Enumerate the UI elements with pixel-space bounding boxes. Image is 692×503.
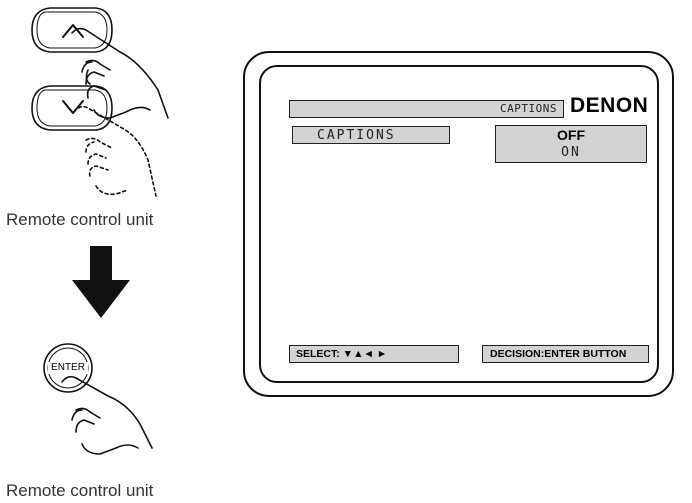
hand-press-up-icon [71,27,169,119]
option-list: OFF ON [495,125,647,163]
remote-caption-top: Remote control unit [6,210,154,229]
hand-press-down-icon [73,105,157,197]
down-arrow-icon [72,246,130,318]
menu-item-captions[interactable]: CAPTIONS [292,126,450,144]
option-on[interactable]: ON [561,145,581,160]
footer-select-text: SELECT: ▼▲◄ ► [296,348,388,360]
tv-screen [259,65,659,383]
up-down-buttons-illustration [31,7,169,197]
menu-item-label: CAPTIONS [317,128,396,143]
brand-logo: DENON [570,94,649,117]
down-button-icon [31,85,113,131]
title-bar: CAPTIONS [289,100,564,118]
up-button-icon [31,7,113,53]
enter-button-label: ENTER [48,362,88,374]
hand-press-enter-icon [61,375,153,455]
footer-decision-text: DECISION:ENTER BUTTON [490,348,627,360]
screen-title: CAPTIONS [500,102,557,115]
option-off[interactable]: OFF [557,127,585,143]
footer-decision-hint: DECISION:ENTER BUTTON [482,345,649,363]
footer-select-hint: SELECT: ▼▲◄ ► [289,345,459,363]
enter-button-illustration [43,343,153,455]
remote-caption-bottom: Remote control unit [6,481,154,500]
